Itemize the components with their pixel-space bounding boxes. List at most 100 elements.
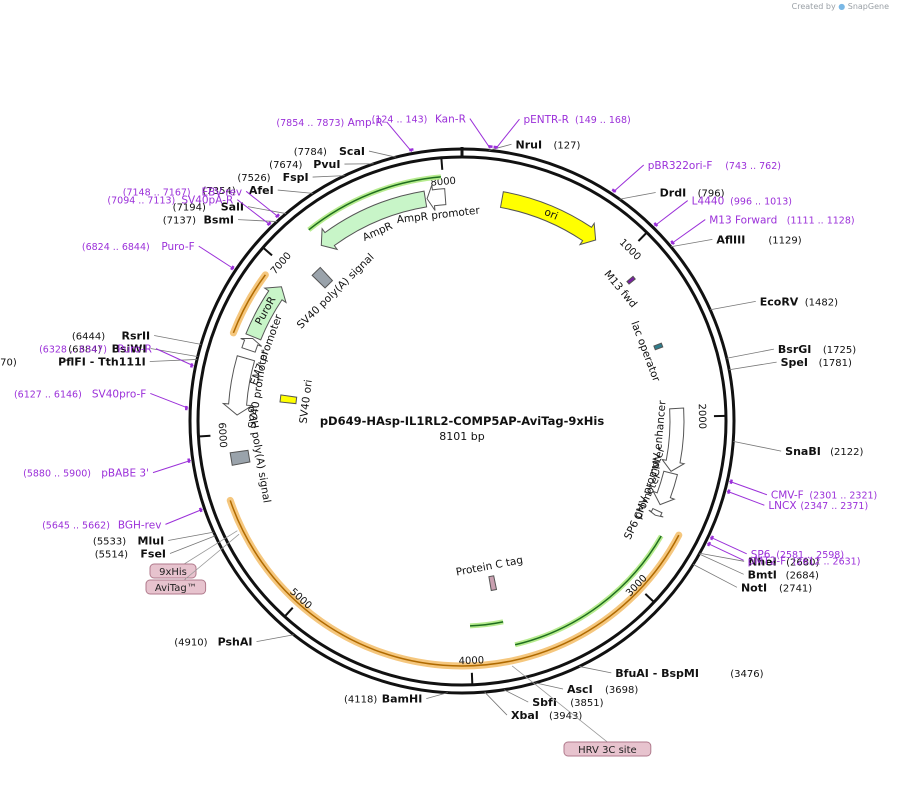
enzyme-position: (6370) bbox=[0, 357, 17, 368]
enzyme-position: (1129) bbox=[768, 235, 801, 246]
tick-mark bbox=[262, 246, 273, 257]
feature-sv40-poly-a-signal[interactable]: SV40 poly(A) signal bbox=[295, 251, 377, 331]
feature-label: Protein C tag bbox=[455, 554, 524, 578]
enzyme-ecorv[interactable]: EcoRV(1482) bbox=[710, 295, 838, 311]
enzyme-snabi[interactable]: SnaBI(2122) bbox=[733, 440, 864, 458]
enzyme-leader bbox=[237, 219, 278, 222]
enzyme-xbai[interactable]: XbaI(3943) bbox=[484, 691, 583, 722]
feature-label: SV40 poly(A) signal bbox=[295, 251, 377, 331]
primer-pentr-r[interactable]: pENTR-R(149 .. 168) bbox=[493, 114, 631, 150]
enzyme-position: (7784) bbox=[294, 147, 327, 158]
feature-shape bbox=[499, 191, 597, 246]
primer-ebv-rev[interactable]: EBV-rev(7148 .. 7167) bbox=[123, 186, 280, 219]
enzyme-position: (7194) bbox=[173, 203, 206, 214]
enzyme-fsei[interactable]: FseI(5514) bbox=[95, 535, 216, 561]
feature-shape bbox=[245, 286, 287, 341]
enzyme-leader bbox=[484, 691, 508, 716]
enzyme-afei[interactable]: AfeI(7354) bbox=[202, 184, 314, 197]
primer-leader bbox=[245, 190, 280, 218]
feature-m13-fwd[interactable]: M13 fwd bbox=[601, 268, 639, 310]
enzyme-pflfi-tth111i[interactable]: PflFI - Tth111I(6370) bbox=[0, 355, 198, 368]
enzyme-noti[interactable]: NotI(2741) bbox=[692, 564, 812, 594]
enzyme-bfuai-bspmi[interactable]: BfuAI - BspMI(3476) bbox=[579, 666, 764, 680]
enzyme-rsrii[interactable]: RsrII(6444) bbox=[72, 329, 202, 345]
enzyme-position: (1781) bbox=[819, 358, 852, 369]
credit-label: Created by ● SnapGene bbox=[792, 2, 889, 11]
orf-arc-line bbox=[514, 535, 662, 646]
enzyme-name: SbfI bbox=[532, 696, 557, 709]
enzyme-name: DrdI bbox=[660, 186, 687, 199]
enzyme-position: (1482) bbox=[805, 297, 838, 308]
primer-leader bbox=[165, 508, 203, 525]
enzyme-pvui[interactable]: PvuI(7674) bbox=[269, 158, 374, 171]
enzyme-nrui[interactable]: NruI(127) bbox=[488, 138, 581, 151]
primer-name: Puro-F bbox=[161, 241, 194, 253]
feature-sv40-ori[interactable]: SV40 ori bbox=[279, 379, 315, 424]
primer-puro-r[interactable]: Puro-R(6328 .. 6347) bbox=[39, 344, 194, 368]
feature-protein-c-tag[interactable]: Protein C tag bbox=[455, 554, 524, 592]
cds-arc-line bbox=[229, 500, 680, 667]
enzyme-afliii[interactable]: AflIII(1129) bbox=[670, 233, 802, 248]
primer-cmv-f[interactable]: CMV-F(2301 .. 2321) bbox=[729, 479, 877, 502]
enzyme-mlui[interactable]: MluI(5533) bbox=[93, 531, 214, 548]
feature-shape bbox=[311, 266, 334, 289]
primer-puro-f[interactable]: Puro-F(6824 .. 6844) bbox=[82, 241, 235, 271]
primer-sv40pro-f[interactable]: SV40pro-F(6127 .. 6146) bbox=[14, 388, 189, 411]
enzyme-name: BsmI bbox=[204, 214, 235, 227]
primer-leader bbox=[386, 121, 413, 152]
primer-name: SV40pro-F bbox=[92, 388, 146, 400]
enzyme-spei[interactable]: SpeI(1781) bbox=[729, 356, 852, 371]
primer-leader bbox=[707, 542, 744, 561]
primer-name: pENTR-R bbox=[523, 114, 569, 126]
primer-amp-r[interactable]: Amp-R(7854 .. 7873) bbox=[276, 117, 414, 152]
enzyme-sali[interactable]: SalI(7194) bbox=[173, 201, 287, 214]
primer-leader bbox=[155, 348, 194, 367]
primer-sv40pa-r[interactable]: SV40pA-R(7094 .. 7113) bbox=[107, 195, 272, 227]
tag-avitag[interactable]: AviTag™ bbox=[145, 533, 240, 595]
enzyme-sbfi[interactable]: SbfI(3851) bbox=[503, 689, 604, 709]
enzyme-leader bbox=[169, 535, 216, 554]
enzyme-scai[interactable]: ScaI(7784) bbox=[294, 145, 396, 158]
primer-pbabe-3[interactable]: pBABE 3'(5880 .. 5900) bbox=[23, 458, 191, 480]
enzyme-drdi[interactable]: DrdI(796) bbox=[619, 186, 725, 200]
feature-bgh-poly-a-signal[interactable]: bGH poly(A) signal bbox=[229, 405, 273, 504]
feature-lac-operator[interactable]: lac operator bbox=[628, 320, 664, 384]
enzyme-leader bbox=[535, 682, 564, 690]
primer-bgh-rev[interactable]: BGH-rev(5645 .. 5662) bbox=[42, 507, 203, 532]
enzyme-position: (3476) bbox=[730, 669, 763, 680]
enzyme-name: PvuI bbox=[313, 158, 340, 171]
primer-m13-forward[interactable]: M13 Forward(1111 .. 1128) bbox=[670, 215, 855, 246]
primer-leader bbox=[152, 459, 191, 474]
enzyme-asci[interactable]: AscI(3698) bbox=[535, 682, 638, 696]
feature-ori[interactable]: ori bbox=[499, 191, 597, 246]
tag-hrv-3c-site[interactable]: HRV 3C site bbox=[511, 665, 652, 757]
primer-range: (6328 .. 6347) bbox=[39, 345, 107, 356]
primer-name: M13 Forward bbox=[709, 215, 777, 227]
enzyme-bsmi[interactable]: BsmI(7137) bbox=[163, 214, 278, 227]
enzyme-pshai[interactable]: PshAI(4910) bbox=[174, 634, 294, 649]
enzyme-fspi[interactable]: FspI(7526) bbox=[237, 171, 345, 184]
primers-group: Kan-R(124 .. 143)pENTR-R(149 .. 168) pBR3… bbox=[14, 114, 877, 568]
plasmid-name: pD649-HAsp-IL1RL2-COMP5AP-AviTag-9xHis bbox=[320, 414, 605, 428]
enzyme-position: (7526) bbox=[237, 173, 270, 184]
primer-sp6[interactable]: SP6(2581 .. 2598) bbox=[709, 535, 844, 561]
primer-l4440[interactable]: L4440(996 .. 1013) bbox=[653, 196, 792, 227]
tick-mark bbox=[198, 434, 211, 438]
feature-puror[interactable]: PuroR bbox=[245, 286, 287, 341]
enzyme-bsrgi[interactable]: BsrGI(1725) bbox=[726, 343, 857, 359]
tag-box bbox=[145, 579, 207, 595]
primer-name: pMT2-F bbox=[748, 555, 787, 567]
enzyme-nhei[interactable]: NheI(2680) bbox=[699, 552, 820, 568]
tick-mark bbox=[644, 593, 655, 603]
enzyme-bmti[interactable]: BmtI(2684) bbox=[699, 553, 819, 581]
enzyme-leader bbox=[168, 531, 214, 541]
feature-sp6-promoter[interactable]: SP6 promoter bbox=[622, 471, 664, 542]
tick-mark bbox=[283, 607, 294, 618]
primer-lncx[interactable]: LNCX(2347 .. 2371) bbox=[726, 489, 868, 513]
enzyme-bamhi[interactable]: BamHI(4118) bbox=[344, 692, 448, 706]
enzyme-leader bbox=[247, 206, 287, 214]
primer-kan-r[interactable]: Kan-R(124 .. 143) bbox=[372, 114, 493, 149]
primer-pbr322ori-f[interactable]: pBR322ori-F(743 .. 762) bbox=[611, 160, 781, 193]
tag-9xhis[interactable]: 9xHis bbox=[149, 530, 238, 579]
primer-pmt2-f[interactable]: pMT2-F(2612 .. 2631) bbox=[706, 541, 860, 567]
